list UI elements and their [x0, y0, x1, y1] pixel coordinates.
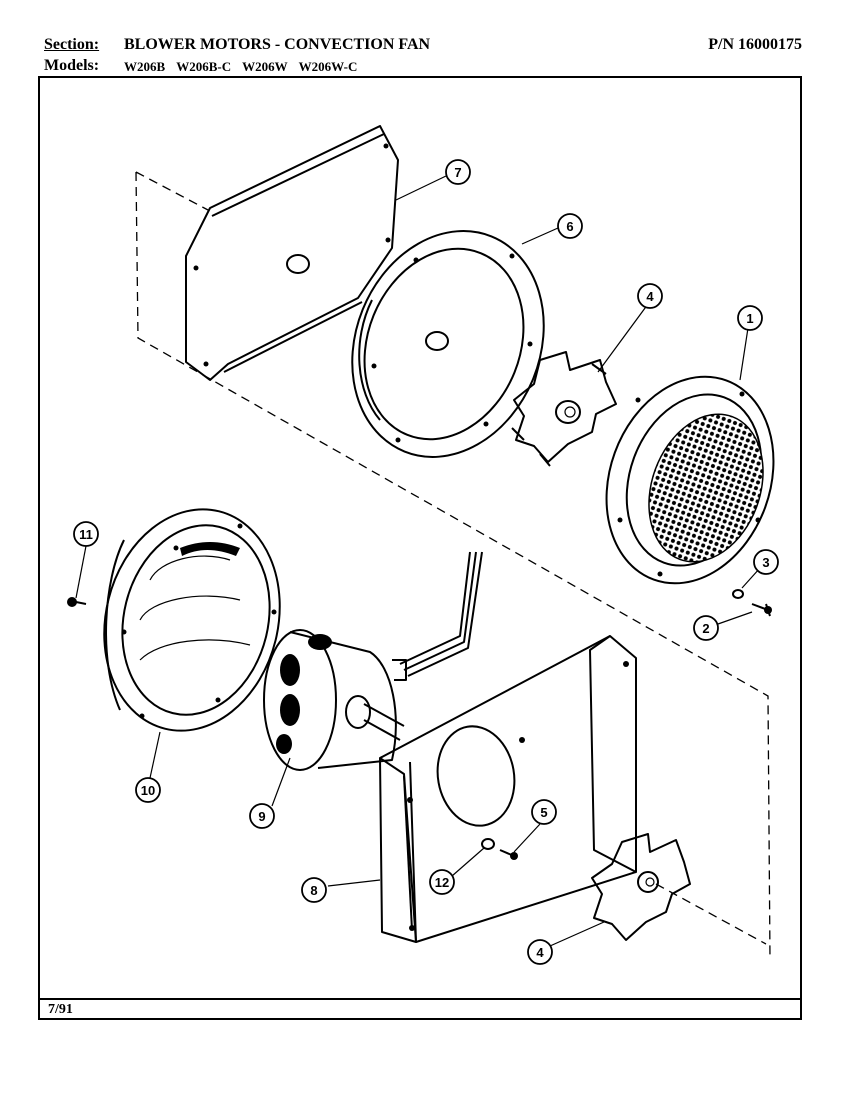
svg-text:4: 4	[646, 289, 654, 304]
model-item: W206B	[124, 59, 166, 74]
part-screw	[751, 603, 772, 617]
part-back-plate	[185, 125, 399, 381]
callout-4-upper[interactable]: 4	[637, 283, 663, 309]
callout-7[interactable]: 7	[445, 159, 471, 185]
footer-date: 7/91	[48, 1002, 73, 1017]
svg-text:4: 4	[536, 945, 544, 960]
part-bracket-screw	[499, 849, 518, 860]
model-item: W206W	[242, 59, 288, 74]
callout-leaders	[75, 175, 761, 947]
callout-11[interactable]: 11	[73, 521, 99, 547]
svg-text:2: 2	[702, 621, 709, 636]
callout-9[interactable]: 9	[249, 803, 275, 829]
footer-divider	[40, 998, 800, 1000]
callout-5[interactable]: 5	[531, 799, 557, 825]
svg-text:5: 5	[540, 805, 547, 820]
part-washer	[732, 589, 744, 599]
model-item: W206W-C	[298, 59, 358, 74]
section-label: Section:	[44, 36, 100, 53]
assembly-plane-outline	[135, 171, 771, 961]
callout-8[interactable]: 8	[301, 877, 327, 903]
svg-text:12: 12	[435, 875, 449, 890]
diagram-frame: 7/91	[38, 76, 802, 1020]
part-fan-blade-upper	[511, 351, 617, 467]
svg-text:8: 8	[310, 883, 317, 898]
svg-text:1: 1	[746, 311, 753, 326]
callout-2[interactable]: 2	[693, 615, 719, 641]
callout-6[interactable]: 6	[557, 213, 583, 239]
svg-text:6: 6	[566, 219, 573, 234]
callout-10[interactable]: 10	[135, 777, 161, 803]
part-mounting-bracket	[379, 635, 637, 943]
callout-3[interactable]: 3	[753, 549, 779, 575]
svg-text:3: 3	[762, 555, 769, 570]
part-grille-cover	[605, 375, 775, 585]
part-bracket-washer	[481, 838, 495, 850]
svg-text:10: 10	[141, 783, 155, 798]
model-item: W206B-C	[176, 59, 232, 74]
part-motor	[263, 551, 483, 771]
part-fan-housing	[103, 508, 281, 732]
svg-text:7: 7	[454, 165, 461, 180]
models-list: W206B W206B-C W206W W206W-C	[124, 59, 365, 75]
callout-4-lower[interactable]: 4	[527, 939, 553, 965]
svg-text:9: 9	[258, 809, 265, 824]
part-screw-small	[67, 597, 87, 607]
svg-text:11: 11	[79, 527, 93, 542]
section-title: BLOWER MOTORS - CONVECTION FAN	[124, 36, 431, 53]
part-gasket-ring	[351, 230, 545, 458]
models-label: Models:	[44, 57, 100, 74]
callout-1[interactable]: 1	[737, 305, 763, 331]
part-number: P/N 16000175	[708, 36, 802, 53]
callout-12[interactable]: 12	[429, 869, 455, 895]
part-fan-blade-lower	[591, 833, 691, 941]
